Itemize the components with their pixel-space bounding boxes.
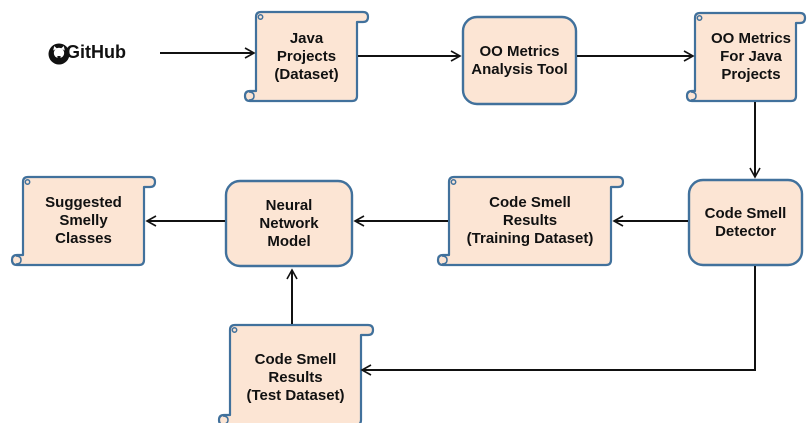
scroll-java-projects [243, 10, 370, 103]
box-oo-metrics-tool [461, 15, 578, 106]
label-neural-network: Neural Network Model [259, 196, 319, 250]
label-training-results: Code Smell Results (Training Dataset) [466, 194, 594, 247]
label-oo-metrics: OO Metrics For Java Projects [710, 30, 792, 83]
github-label: GitHub [66, 42, 126, 62]
box-neural-network [224, 179, 354, 268]
scroll-training-results [436, 175, 625, 267]
label-suggested-classes: Suggested Smelly Classes [45, 194, 122, 247]
arrow-detector-to-test [360, 266, 756, 376]
box-code-smell-detector [687, 178, 804, 267]
label-oo-metrics-tool: OO Metrics Analysis Tool [471, 42, 568, 78]
scroll-test-results [217, 323, 375, 423]
scroll-suggested-classes [10, 175, 157, 267]
label-test-results: Code Smell Results (Test Dataset) [246, 351, 345, 404]
label-java-projects: Java Projects (Dataset) [274, 29, 339, 83]
github-octocat-icon [48, 43, 70, 65]
label-code-smell-detector: Code Smell Detector [704, 204, 787, 240]
scroll-oo-metrics [685, 11, 807, 103]
